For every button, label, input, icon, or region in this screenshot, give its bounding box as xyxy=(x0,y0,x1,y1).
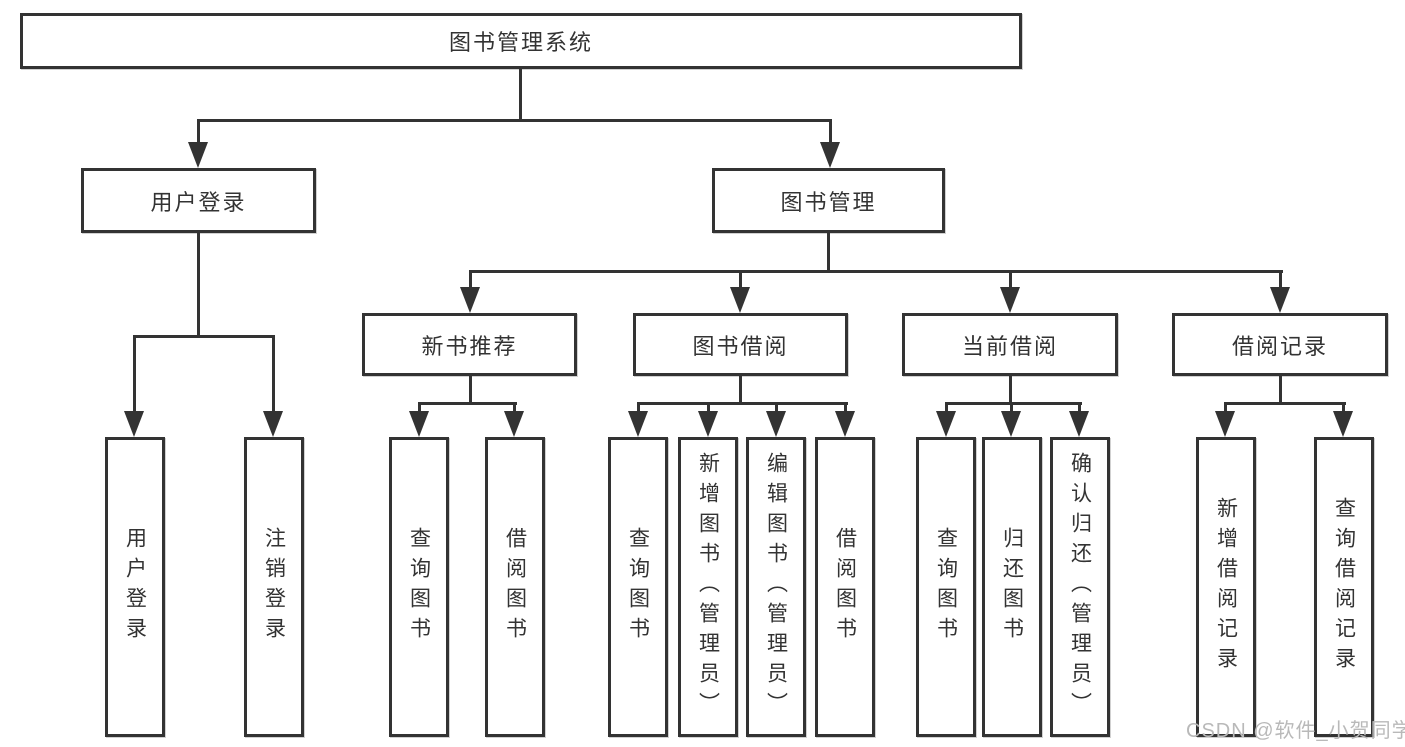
node-new-book-recommend: 新书推荐 xyxy=(362,313,577,376)
arrow-down-icon xyxy=(188,142,208,168)
connector-line-v xyxy=(469,375,472,405)
node-user-login: 用户登录 xyxy=(81,168,316,233)
leaf-user-login: 用户登录 xyxy=(105,437,165,737)
connector-line-h xyxy=(197,119,831,122)
leaf-confirm-return-admin: 确认归还（管理员） xyxy=(1050,437,1110,737)
connector-line-v xyxy=(775,402,778,413)
leaf-return-books-label: 归还图书 xyxy=(1000,527,1024,647)
connector-line-v xyxy=(1342,402,1345,413)
node-borrow-records: 借阅记录 xyxy=(1172,313,1388,376)
leaf-add-borrow-record: 新增借阅记录 xyxy=(1196,437,1256,737)
connector-line-h xyxy=(469,270,1283,273)
connector-line-v xyxy=(469,270,472,287)
arrow-down-icon xyxy=(936,411,956,437)
arrow-down-icon xyxy=(1333,411,1353,437)
arrow-down-icon xyxy=(1069,411,1089,437)
connector-line-v xyxy=(945,402,948,413)
leaf-edit-books-admin-label: 编辑图书（管理员） xyxy=(764,452,788,722)
node-user-login-label: 用户登录 xyxy=(150,189,247,215)
leaf-add-books-admin: 新增图书（管理员） xyxy=(678,437,738,737)
connector-line-h xyxy=(418,402,517,405)
leaf-query-books-recommend: 查询图书 xyxy=(389,437,449,737)
arrow-down-icon xyxy=(1215,411,1235,437)
node-current-borrow-label: 当前借阅 xyxy=(961,333,1058,359)
leaf-query-borrow-record: 查询借阅记录 xyxy=(1314,437,1374,737)
leaf-add-borrow-record-label: 新增借阅记录 xyxy=(1214,497,1238,677)
connector-line-v xyxy=(827,232,830,273)
leaf-user-login-label: 用户登录 xyxy=(123,527,147,647)
connector-line-v xyxy=(513,402,516,413)
leaf-return-books: 归还图书 xyxy=(982,437,1042,737)
node-book-borrow-label: 图书借阅 xyxy=(692,333,789,359)
node-book-management-label: 图书管理 xyxy=(780,189,877,215)
leaf-edit-books-admin: 编辑图书（管理员） xyxy=(746,437,806,737)
arrow-down-icon xyxy=(124,411,144,437)
connector-line-v xyxy=(844,402,847,413)
connector-line-v xyxy=(519,68,522,119)
node-book-borrow: 图书借阅 xyxy=(633,313,848,376)
node-borrow-records-label: 借阅记录 xyxy=(1231,333,1328,359)
arrow-down-icon xyxy=(409,411,429,437)
leaf-query-borrow-record-label: 查询借阅记录 xyxy=(1332,497,1356,677)
connector-line-v xyxy=(637,402,640,413)
leaf-query-books-current-label: 查询图书 xyxy=(934,527,958,647)
arrow-down-icon xyxy=(698,411,718,437)
arrow-down-icon xyxy=(766,411,786,437)
arrow-down-icon xyxy=(1270,287,1290,313)
leaf-query-books-current: 查询图书 xyxy=(916,437,976,737)
leaf-borrow-books-recommend-label: 借阅图书 xyxy=(503,527,527,647)
node-root-label: 图书管理系统 xyxy=(448,30,593,55)
connector-line-v xyxy=(829,119,832,144)
node-book-management: 图书管理 xyxy=(712,168,945,233)
leaf-logout: 注销登录 xyxy=(244,437,304,737)
leaf-query-books-borrow: 查询图书 xyxy=(608,437,668,737)
leaf-logout-label: 注销登录 xyxy=(262,527,286,647)
leaf-query-books-recommend-label: 查询图书 xyxy=(407,527,431,647)
arrow-down-icon xyxy=(1001,411,1021,437)
connector-line-v xyxy=(739,270,742,287)
leaf-query-books-borrow-label: 查询图书 xyxy=(626,527,650,647)
connector-line-v xyxy=(1010,402,1013,413)
connector-line-v xyxy=(418,402,421,413)
arrow-down-icon xyxy=(263,411,283,437)
leaf-borrow-books-recommend: 借阅图书 xyxy=(485,437,545,737)
connector-line-h xyxy=(133,335,275,338)
arrow-down-icon xyxy=(1000,287,1020,313)
csdn-watermark: CSDN @软件_小贺同学 xyxy=(1186,720,1405,742)
connector-line-v xyxy=(1009,375,1012,405)
arrow-down-icon xyxy=(504,411,524,437)
arrow-down-icon xyxy=(835,411,855,437)
connector-line-v xyxy=(739,375,742,405)
leaf-add-books-admin-label: 新增图书（管理员） xyxy=(696,452,720,722)
connector-line-v xyxy=(707,402,710,413)
connector-line-v xyxy=(1224,402,1227,413)
connector-line-v xyxy=(133,335,136,413)
connector-line-v xyxy=(272,335,275,413)
arrow-down-icon xyxy=(460,287,480,313)
arrow-down-icon xyxy=(820,142,840,168)
leaf-borrow-books: 借阅图书 xyxy=(815,437,875,737)
node-new-book-recommend-label: 新书推荐 xyxy=(421,333,518,359)
connector-line-v xyxy=(197,232,200,335)
connector-line-v xyxy=(1279,375,1282,405)
arrow-down-icon xyxy=(730,287,750,313)
leaf-borrow-books-label: 借阅图书 xyxy=(833,527,857,647)
node-root: 图书管理系统 xyxy=(20,13,1022,69)
connector-line-v xyxy=(1279,270,1282,287)
node-current-borrow: 当前借阅 xyxy=(902,313,1118,376)
leaf-confirm-return-admin-label: 确认归还（管理员） xyxy=(1068,452,1092,722)
connector-line-h xyxy=(945,402,1082,405)
connector-line-v xyxy=(1009,270,1012,287)
connector-line-v xyxy=(1078,402,1081,413)
connector-line-h xyxy=(1224,402,1346,405)
connector-line-h xyxy=(637,402,848,405)
arrow-down-icon xyxy=(628,411,648,437)
connector-line-v xyxy=(197,119,200,144)
